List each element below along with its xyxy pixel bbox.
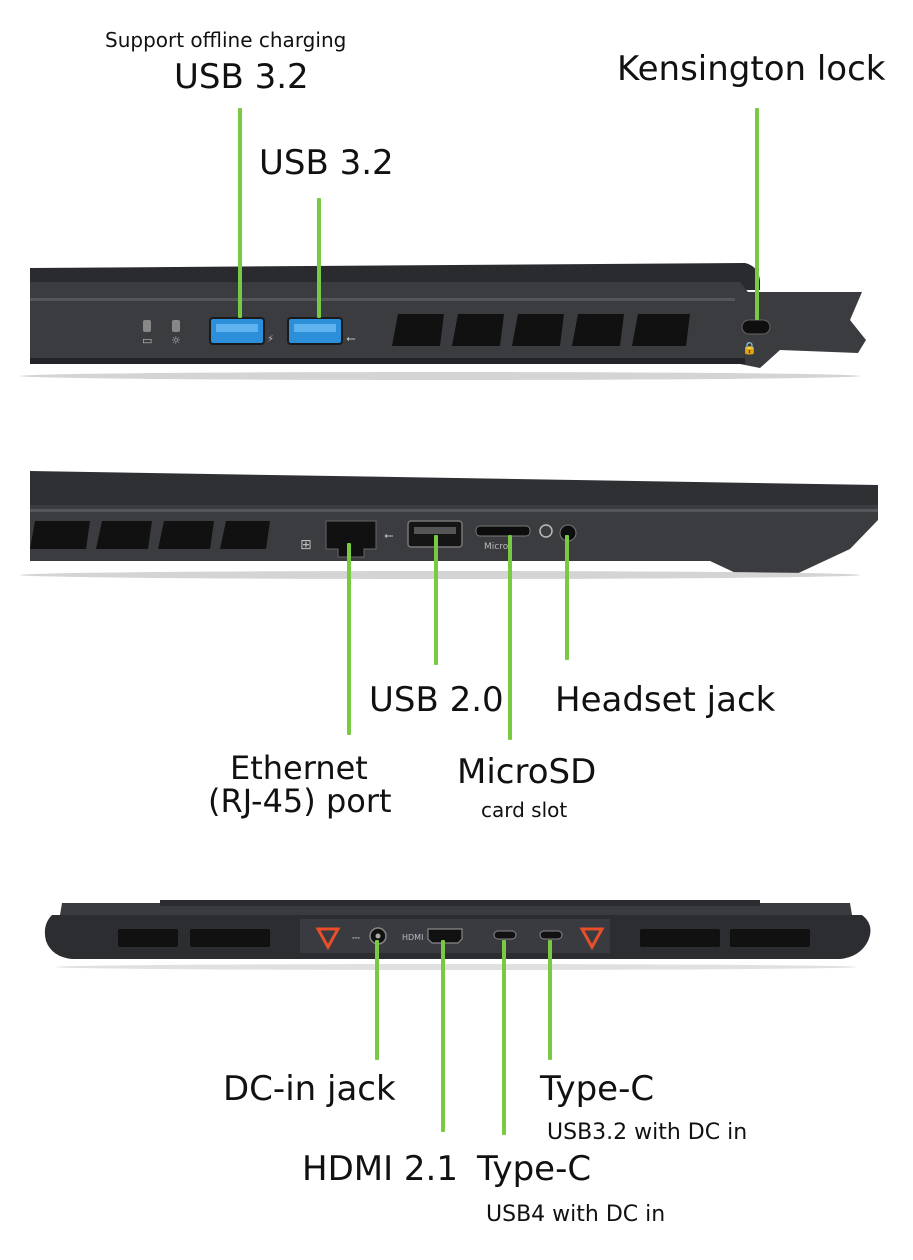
ethernet-label-line1: Ethernet	[230, 749, 368, 787]
microsd-label: MicroSD	[457, 752, 597, 792]
usb-2-label: USB 2.0	[369, 680, 504, 720]
usb-2-pointer	[434, 535, 438, 665]
laptop-right-side-view: ⊞ ⭠ Micro	[20, 471, 878, 579]
microsd-caption: card slot	[481, 798, 568, 822]
surface-shadow	[20, 372, 860, 380]
laptop-rear-view: ⎓ HDMI	[44, 900, 871, 970]
rear-vents	[118, 929, 810, 947]
light-icon: ☼	[171, 334, 181, 347]
decor-triangle-left	[315, 927, 341, 951]
surface-shadow	[56, 964, 856, 970]
usb-a-2-label: USB 3.2	[259, 143, 394, 183]
hdmi-engraving: HDMI	[402, 933, 423, 942]
base-body	[30, 282, 866, 368]
dc-icon: ⎓	[352, 933, 360, 944]
surface-shadow	[20, 571, 860, 579]
microsd-pointer	[508, 535, 512, 740]
usb-icon: ⭠	[346, 331, 356, 345]
lock-icon: 🔒	[742, 341, 757, 355]
decor-triangle-right	[579, 927, 605, 951]
usb-a-1-label: USB 3.2	[174, 57, 309, 97]
network-icon: ⊞	[300, 537, 312, 553]
type-c-1-pointer	[502, 940, 506, 1135]
usb-icon: ⭠	[384, 528, 394, 542]
type-c-1-caption: USB4 with DC in	[486, 1202, 666, 1227]
laptop-left-side-view: ▭ ☼ ⚡ ⭠ 🔒	[20, 263, 866, 380]
kensington-pointer	[755, 108, 759, 320]
type-c-2-pointer	[548, 940, 552, 1060]
hdmi-pointer	[441, 940, 445, 1132]
type-c-port-1	[493, 930, 517, 940]
power-led	[172, 320, 180, 332]
type-c-2-caption: USB3.2 with DC in	[547, 1120, 748, 1145]
ethernet-pointer	[347, 543, 351, 735]
side-vents	[392, 314, 690, 346]
usb-a-1-pointer	[238, 108, 242, 318]
ethernet-port	[325, 520, 377, 558]
battery-led	[143, 320, 151, 332]
microsd-slot	[475, 525, 531, 537]
type-c-port-2	[539, 930, 563, 940]
headset-label: Headset jack	[555, 680, 776, 720]
battery-icon: ▭	[142, 334, 152, 347]
headset-pointer	[565, 535, 569, 660]
dc-in-label: DC-in jack	[223, 1069, 396, 1109]
dc-in-pointer	[375, 940, 379, 1060]
type-c-1-label: Type-C	[477, 1149, 592, 1189]
hdmi-label: HDMI 2.1	[302, 1149, 458, 1189]
type-c-2-label: Type-C	[540, 1069, 655, 1109]
headset-icon	[539, 524, 553, 538]
side-vents	[30, 521, 270, 549]
hdmi-port	[427, 928, 463, 944]
usb-charge-icon: ⚡	[267, 334, 274, 345]
lid-edge	[30, 471, 878, 505]
ethernet-label-line2: (RJ-45) port	[208, 782, 392, 820]
microsd-engraving: Micro	[484, 542, 509, 552]
kensington-label: Kensington lock	[617, 49, 886, 89]
usb-a-1-caption: Support offline charging	[105, 28, 347, 52]
kensington-slot	[741, 319, 771, 335]
usb-a-2-pointer	[317, 198, 321, 318]
